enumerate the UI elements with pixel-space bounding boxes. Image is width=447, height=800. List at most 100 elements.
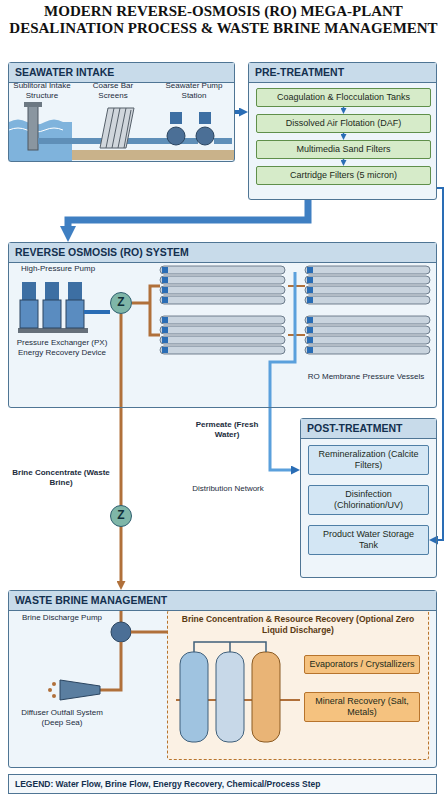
process-box: Mineral Recovery (Salt, Metals) [304,692,420,722]
box-text: Mineral Recovery (Salt, Metals) [305,693,419,721]
membrane-vessel [160,276,285,284]
px-symbol: Z [110,505,132,527]
vessel-end-cap [307,267,313,273]
part-label: Distribution Network [188,484,268,494]
process-box: Cartridge Filters (5 micron) [256,166,431,185]
high-pressure-pipe [132,286,160,335]
ground [72,150,234,160]
diffuser [60,680,100,700]
panel-fill [8,242,437,408]
pump-motor [22,282,36,300]
pump-motor [45,282,59,300]
pump-motor [68,282,82,300]
box-text: Remineralization (Calcite Filters) [309,446,428,474]
vapour-line [194,642,266,652]
brine-discharge-pump [111,622,131,642]
part-label: Brine Discharge Pump [14,613,110,623]
membrane-vessel [160,336,285,344]
box-text: PRE-TREATMENT [249,63,436,83]
diagram-title: MODERN REVERSE-OSMOSIS (RO) MEGA-PLANT D… [0,3,447,37]
part-label: RO Membrane Pressure Vessels [300,372,432,382]
vessel-end-cap [307,277,313,283]
zld-feed-pipe [131,631,168,634]
vessel-end-cap [307,337,313,343]
panel-fill [8,62,235,162]
part-label: Pressure Exchanger (PX) Energy Recovery … [12,338,112,358]
process-panel: POST-TREATMENT Remineralization (Calcite … [300,418,437,578]
px-symbol: Z [110,292,132,314]
part-label: Sublitoral Intake Structure [10,81,74,101]
vessel-end-cap [162,337,168,343]
vessel-end-cap [162,267,168,273]
process-box: Coagulation & Flocculation Tanks [256,88,431,107]
panel-fill [300,418,437,578]
process-panel: SEAWATER INTAKE [8,62,235,162]
process-box: Dissolved Air Flotation (DAF) [256,114,431,133]
membrane-vessel [305,296,430,304]
high-pressure-pump [66,300,84,328]
box-text: Disinfection (Chlorination/UV) [309,486,428,514]
legend-box: LEGEND: Water Flow, Brine Flow, Energy R… [8,774,437,794]
screen-bars [106,108,131,148]
process-box: Evaporators / Crystallizers [304,655,420,674]
plume-dot [52,694,56,698]
pump-motor [199,112,211,124]
part-label: Coarse Bar Screens [82,81,144,101]
outfall-pipe [100,642,121,690]
membrane-vessel [160,296,285,304]
flow-connector [68,200,308,226]
vessel-end-cap [162,327,168,333]
crystallizer-vessel [252,652,280,742]
intake-pump [196,127,214,145]
flow-label: Permeate (Fresh Water) [188,420,266,440]
vessel-end-cap [162,317,168,323]
box-text: Multimedia Sand Filters [257,141,430,158]
box-text: WASTE BRINE MANAGEMENT [9,591,436,611]
flow-connector [343,159,345,160]
legend-text: LEGEND: Water Flow, Brine Flow, Energy R… [15,778,320,790]
process-box: Multimedia Sand Filters [256,140,431,159]
membrane-vessel [305,286,430,294]
membrane-vessel [305,326,430,334]
vessel-end-cap [307,317,313,323]
membrane-vessel [160,316,285,324]
part-label: High-Pressure Pump [12,264,104,274]
box-text: Cartridge Filters (5 micron) [257,167,430,184]
flow-connector [343,107,345,108]
box-text: Brine Concentration & Resource Recovery … [168,611,428,639]
box-text: Dissolved Air Flotation (DAF) [257,115,430,132]
concentrator-vessel [180,652,208,742]
concentrator-vessel [216,652,244,742]
panel-fill [248,62,437,200]
membrane-vessel [160,266,285,274]
high-pressure-pump [20,300,38,328]
intake-pump [167,127,185,145]
membrane-vessel [305,336,430,344]
vessel-end-cap [307,327,313,333]
membrane-vessel [160,326,285,334]
part-label: Diffuser Outfall System (Deep Sea) [12,708,112,728]
process-box: Product Water Storage Tank [308,525,429,555]
bar-screen [100,108,134,148]
membrane-vessel [160,286,285,294]
process-box: Disinfection (Chlorination/UV) [308,485,429,515]
process-box: Remineralization (Calcite Filters) [308,445,429,475]
plume-dot [52,682,56,686]
membrane-vessel [305,266,430,274]
membrane-vessel [160,346,285,354]
vessel-end-cap [307,347,313,353]
optional-region: Brine Concentration & Resource Recovery … [167,610,429,760]
vessel-end-cap [307,287,313,293]
region-fill [168,610,430,760]
box-text: POST-TREATMENT [301,419,436,439]
flow-connector [437,188,443,540]
part-label: Seawater Pump Station [156,81,232,101]
box-text: REVERSE OSMOSIS (RO) SYSTEM [9,243,436,263]
membrane-vessel [305,276,430,284]
box-text: Evaporators / Crystallizers [305,656,419,673]
box-text: SEAWATER INTAKE [9,63,234,83]
flow-connector [270,408,291,470]
vessel-end-cap [307,297,313,303]
box-text: Product Water Storage Tank [309,526,428,554]
intake-cap [24,102,42,107]
